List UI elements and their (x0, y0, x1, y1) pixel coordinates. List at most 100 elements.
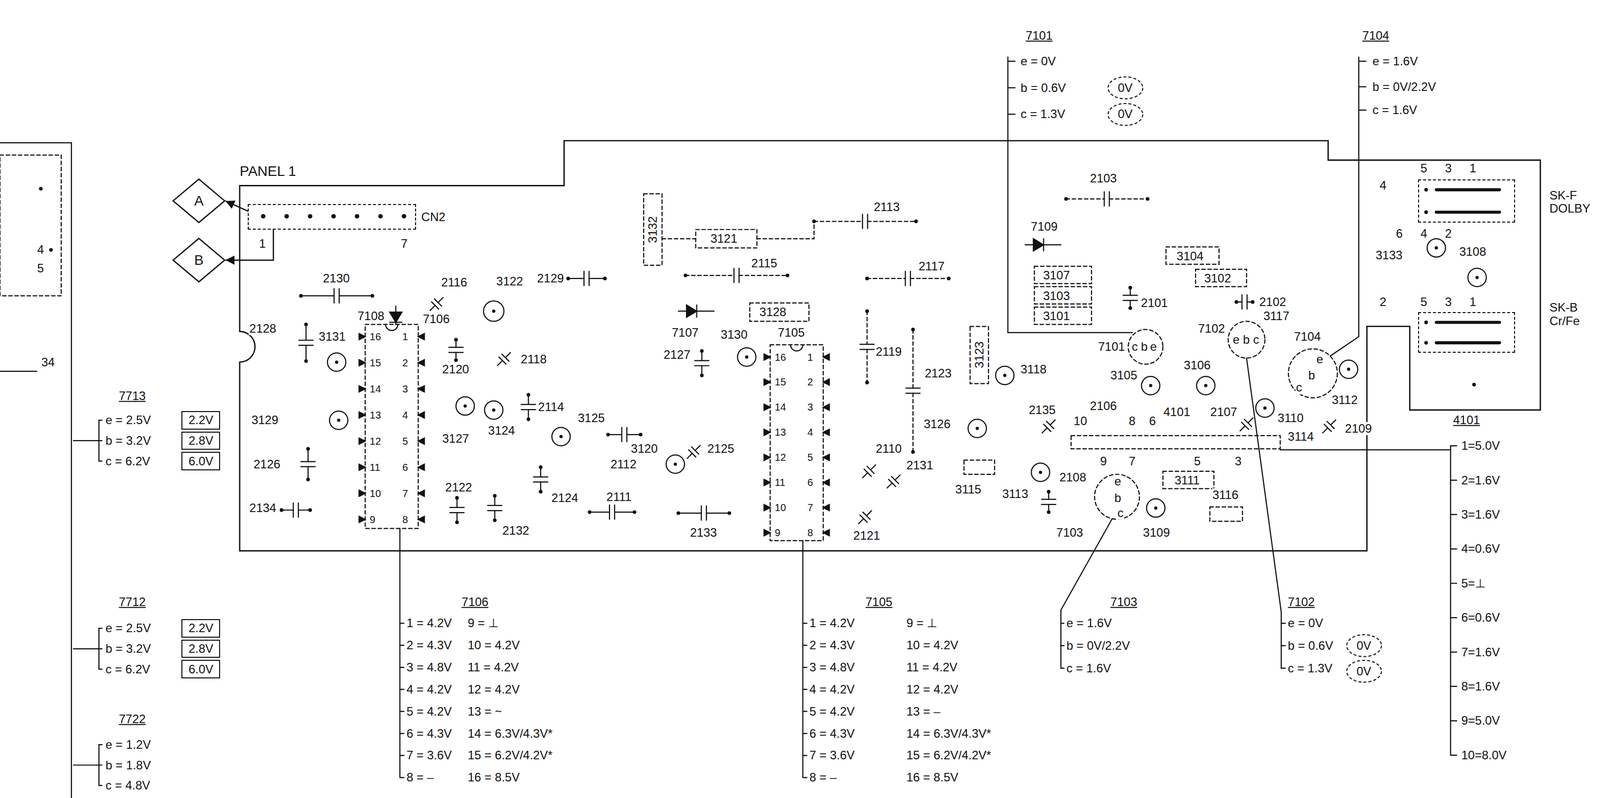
dashed-circle (1108, 103, 1143, 126)
part-number: 2109 (1344, 421, 1373, 435)
solder-dot (304, 359, 308, 363)
voltage-reading: 4 = 4.2V (406, 682, 453, 696)
part-number: 2128 (248, 321, 277, 335)
leader-line (1330, 57, 1359, 357)
pin-mark (763, 353, 770, 360)
part-number: 4101 (1162, 405, 1191, 419)
solder-dot (378, 214, 383, 219)
part-number: 3112 (1331, 393, 1359, 407)
pin-mark (359, 412, 366, 419)
diode-symbol (1033, 238, 1044, 251)
capacitor-symbol (301, 461, 316, 467)
voltage-reading: 10 = 4.2V (906, 638, 959, 652)
trimmer-symbol (327, 352, 347, 372)
voltage-reading: 3 = 4.8V (406, 660, 453, 674)
pin-mark (823, 429, 830, 436)
voltage-reading: b = 3.2V (105, 434, 152, 448)
pin-mark (418, 464, 425, 471)
transistor-lead: c (1252, 333, 1260, 347)
electrolytic-capacitor (493, 348, 515, 369)
capacitor-lead (866, 311, 868, 345)
pin-number: 3 (1444, 161, 1452, 175)
leader-tick (98, 419, 103, 421)
capacitor-lead (678, 512, 702, 514)
leader-tick (1450, 514, 1457, 516)
pin-number: 2 (402, 357, 409, 369)
ic-notch (385, 324, 398, 331)
pin-number: 2 (1444, 227, 1452, 241)
voltage-reading: 7=1.6V (1460, 645, 1501, 659)
solder-dot (1424, 340, 1428, 345)
connector-strip (1071, 435, 1281, 449)
pin-mark (359, 490, 366, 497)
ic-outline (365, 324, 419, 529)
voltage-reading: 16 = 8.5V (906, 770, 959, 784)
leader-tick (803, 644, 808, 646)
diode-symbol (389, 306, 402, 325)
part-number: 3115 (954, 482, 982, 496)
leader-tick (400, 732, 405, 734)
voltage-reading: 15 = 6.2V/4.2V* (906, 748, 992, 762)
pin-mark (359, 464, 366, 471)
trimmer-symbol (995, 366, 1015, 385)
resistor-symbol (643, 193, 663, 266)
solder-dot (1145, 196, 1150, 201)
voltage-reading: e = 1.2V (105, 738, 152, 752)
pin-number: 6 (1395, 227, 1404, 241)
leader-tick (1008, 86, 1016, 88)
part-number: 3125 (577, 411, 606, 425)
panel-outline-shape (239, 140, 1541, 551)
leader-tick (98, 668, 103, 670)
solder-dot (335, 360, 339, 364)
electrolytic-capacitor (1319, 416, 1340, 437)
node-text: 0V (1356, 639, 1371, 653)
voltage-reading: 2 = 4.3V (406, 638, 453, 652)
voltage-reading: b = 0.6V (1020, 80, 1067, 94)
resistor-symbol (1162, 471, 1215, 489)
node-text: PANEL 1 (239, 163, 296, 180)
solder-dot (304, 322, 308, 327)
part-number: 2131 (906, 458, 934, 472)
leader-tick (1358, 60, 1366, 62)
solder-dot (354, 214, 360, 219)
pin-number: 5 (1193, 454, 1202, 468)
capacitor-symbol (298, 340, 314, 346)
trimmer-symbol (1467, 268, 1487, 287)
capacitor-symbol (1123, 295, 1138, 301)
wire-line (0, 370, 37, 372)
pin-number: 15 (774, 376, 787, 388)
resistor-symbol (1210, 507, 1243, 522)
pin-number: 12 (774, 451, 787, 463)
pin-number: 13 (774, 426, 787, 438)
capacitor-lead (910, 277, 949, 279)
leader-tick (1450, 617, 1457, 619)
diode-symbol (389, 312, 402, 323)
solder-dot (279, 508, 284, 512)
pin-number: 9 (774, 527, 781, 539)
electrolytic-capacitor (858, 461, 879, 482)
solder-dot (454, 358, 458, 362)
electrolytic-capacitor (683, 441, 704, 462)
node-text: 2.2V (188, 621, 214, 635)
table-title: 7101 (1025, 29, 1053, 43)
node-text: SK-B Cr/Fe (1549, 301, 1580, 328)
voltage-reading: 7 = 3.6V (809, 748, 856, 762)
pin-mark (823, 529, 830, 536)
voltage-reading: c = 1.3V (1287, 661, 1334, 675)
pin-mark (763, 378, 770, 385)
part-number: 2101 (1140, 296, 1169, 310)
voltage-reading: 1=5.0V (1460, 439, 1501, 453)
wire-line (756, 221, 815, 240)
voltage-reading: 4=0.6V (1460, 542, 1501, 556)
pin-number: 5 (1420, 295, 1428, 309)
leader-line (73, 648, 99, 650)
leader-line (73, 440, 99, 442)
electrolytic-capacitor (1236, 414, 1257, 435)
pin-number: 3 (807, 401, 814, 413)
solder-dot (1424, 187, 1428, 192)
leader-tick (400, 711, 405, 713)
resistor-symbol (963, 460, 995, 475)
leader-tick (803, 732, 808, 734)
leader-tick (400, 688, 405, 690)
leader-line (1008, 57, 1133, 333)
